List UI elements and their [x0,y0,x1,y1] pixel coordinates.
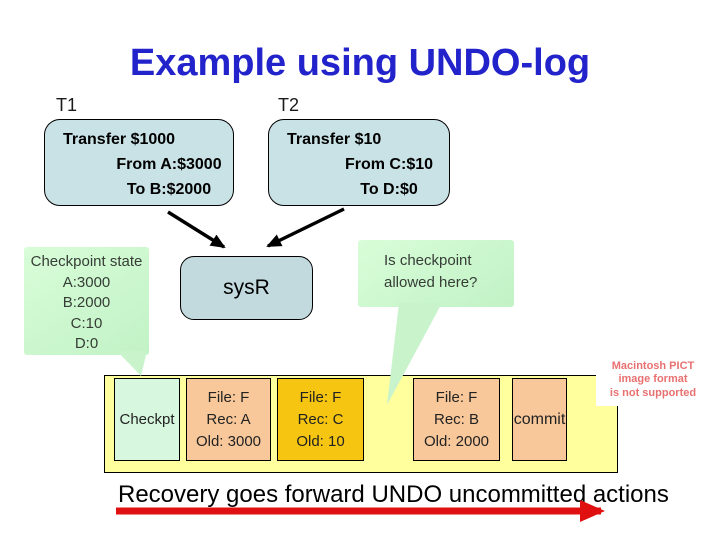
recovery-caption: Recovery goes forward UNDO uncommitted a… [118,481,669,508]
sysr-label: sysR [223,276,270,299]
log-entry-rec-a-rec: Rec: A [206,410,251,428]
t1-line-3: To B:$2000 [126,181,212,198]
checkpoint-state-callout: Checkpoint state A:3000 B:2000 C:10 D:0 [24,247,149,355]
log-entry-rec-b-file: File: F [435,388,478,406]
checkpoint-state-b: B:2000 [62,294,111,311]
question-callout: Is checkpoint allowed here? [358,240,514,307]
question-line-2: allowed here? [384,274,478,291]
transaction-label-t2: T2 [278,95,300,115]
pict-notice-line-1: Macintosh PICT [611,359,695,372]
log-entry-rec-c-rec: Rec: C [297,410,344,428]
log-entry-rec-a: File: F Rec: A Old: 3000 [186,378,271,461]
pict-format-notice: Macintosh PICT image format is not suppo… [596,354,710,406]
log-entry-rec-b-rec: Rec: B [433,410,479,428]
checkpoint-state-c: C:10 [70,314,103,332]
checkpoint-state-d: D:0 [74,335,99,352]
arrow-t2-to-sysr [266,207,345,248]
pict-notice-line-2: image format [618,373,688,386]
log-entry-rec-a-file: File: F [207,388,250,406]
transaction-label-t1: T1 [56,95,78,115]
arrow-t1-to-sysr [167,210,226,249]
log-entry-rec-b: File: F Rec: B Old: 2000 [413,378,500,461]
transaction-box-t1: Transfer $1000 From A:$3000 To B:$2000 [44,119,234,206]
log-entry-rec-c: File: F Rec: C Old: 10 [277,378,364,461]
pict-notice-line-3: is not supported [609,386,697,399]
transaction-box-t2: Transfer $10 From C:$10 To D:$0 [268,119,450,206]
log-entry-checkpoint: Checkpt [114,378,180,461]
t1-line-1: Transfer $1000 [63,131,176,148]
log-entry-rec-c-file: File: F [299,388,342,406]
log-entry-rec-a-old: Old: 3000 [195,432,262,450]
sysr-box: sysR [180,256,313,320]
checkpoint-state-title: Checkpoint state [30,253,143,270]
t2-line-1: Transfer $10 [287,131,382,148]
question-line-1: Is checkpoint [384,252,472,269]
log-entry-rec-c-old: Old: 10 [296,432,345,450]
log-entry-rec-b-old: Old: 2000 [423,432,490,450]
log-entry-commit-label: commit [513,410,566,428]
slide-title: Example using UNDO-log [129,42,591,84]
log-entry-commit: commit [512,378,567,461]
t1-line-2: From A:$3000 [116,156,222,173]
t2-line-2: From C:$10 [344,156,434,173]
t2-line-3: To D:$0 [360,181,418,198]
log-entry-checkpoint-label: Checkpt [119,410,175,428]
checkpoint-state-a: A:3000 [62,273,111,291]
